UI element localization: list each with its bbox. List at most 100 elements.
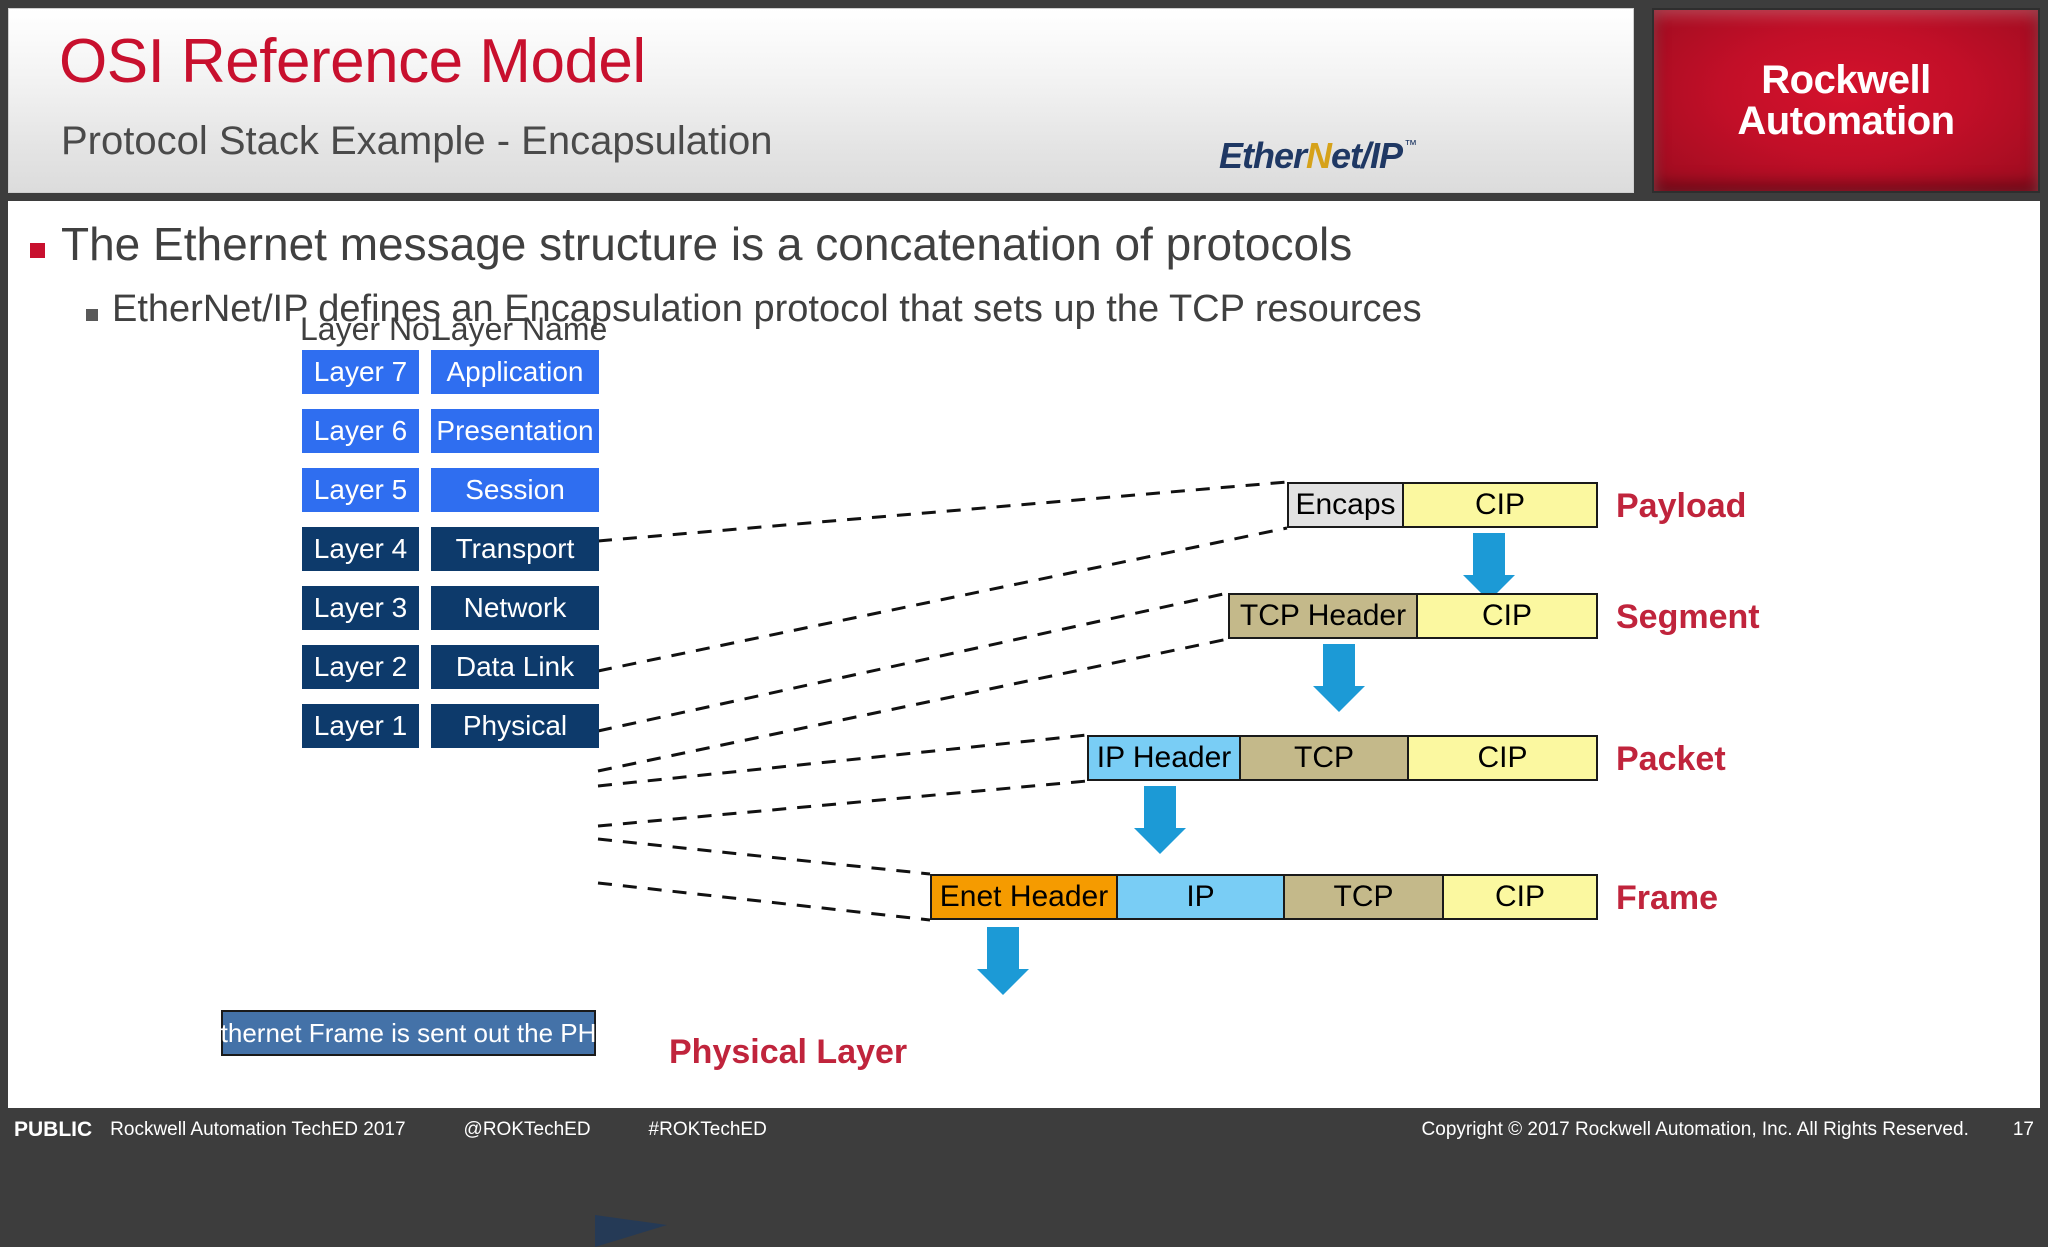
layer-no-5-label: Layer 5 — [313, 474, 408, 505]
physical-layer-label-text: Physical Layer — [669, 1033, 908, 1071]
enip-logo-part-a: Ether — [1219, 135, 1307, 176]
slide: OSI Reference Model Protocol Stack Examp… — [0, 8, 2048, 1247]
layer-name-data-link[interactable]: Data Link — [431, 645, 599, 689]
footer-hashtag: #ROKTechED — [648, 1119, 767, 1140]
stack-cell-ip-header[interactable]: IP Header — [1089, 737, 1241, 779]
slide-footer: PUBLIC Rockwell Automation TechED 2017 @… — [0, 1108, 2048, 1152]
stack-cell-cip-label: CIP — [1477, 741, 1528, 774]
layer-name-physical-label: Physical — [462, 710, 568, 741]
row-label-frame-text: Frame — [1616, 879, 1719, 917]
stack-cell-cip-label: CIP — [1481, 599, 1532, 632]
layer-name-session[interactable]: Session — [431, 468, 599, 512]
stack-cell-encaps[interactable]: Encaps — [1289, 484, 1404, 526]
osi-encapsulation-diagram: Layer No. Layer Name Layer 7 Application… — [8, 201, 2040, 1247]
row-label-segment-text: Segment — [1616, 598, 1760, 636]
stack-cell-enet-header[interactable]: Enet Header — [932, 876, 1118, 918]
stack-cell-cip[interactable]: CIP — [1444, 876, 1596, 918]
stack-row-frame[interactable]: Enet Header IP TCP CIP — [930, 874, 1598, 920]
brand-logo-line1: Rockwell — [1761, 57, 1931, 102]
enip-logo-part-n: N — [1306, 135, 1332, 176]
stack-cell-ip[interactable]: IP — [1118, 876, 1285, 918]
layer-no-3-label: Layer 3 — [313, 592, 408, 623]
stack-cell-ip-header-label: IP Header — [1096, 741, 1232, 774]
stack-cell-enet-header-label: Enet Header — [939, 880, 1109, 913]
enip-logo-part-b: et/IP — [1331, 135, 1403, 176]
brand-logo-line2: Automation — [1737, 98, 1955, 143]
callout-phy[interactable]: Ethernet Frame is sent out the PHY — [203, 1010, 614, 1056]
layer-no-2[interactable]: Layer 2 — [302, 645, 419, 689]
layer-name-presentation-label: Presentation — [436, 415, 594, 446]
layer-no-6[interactable]: Layer 6 — [302, 409, 419, 453]
stack-cell-tcp-label: TCP — [1294, 741, 1354, 774]
footer-social-handle: @ROKTechED — [463, 1119, 591, 1140]
callout-phy-text: Ethernet Frame is sent out the PHY — [203, 1017, 614, 1048]
footer-page-number: 17 — [2012, 1119, 2034, 1140]
layer-name-physical[interactable]: Physical — [431, 704, 599, 748]
stack-cell-tcp-label: TCP — [1333, 880, 1394, 913]
layer-name-network[interactable]: Network — [431, 586, 599, 630]
stack-row-packet[interactable]: IP Header TCP CIP — [1087, 735, 1598, 781]
layer-name-session-label: Session — [465, 474, 565, 505]
layer-name-transport-label: Transport — [455, 533, 575, 564]
layer-no-3[interactable]: Layer 3 — [302, 586, 419, 630]
layer-name-application-label: Application — [446, 356, 584, 387]
stack-cell-cip[interactable]: CIP — [1404, 484, 1596, 526]
bullet-square-icon — [86, 309, 98, 321]
layer-no-5[interactable]: Layer 5 — [302, 468, 419, 512]
rockwell-automation-logo: Rockwell Automation — [1652, 8, 2040, 193]
stack-cell-tcp[interactable]: TCP — [1285, 876, 1444, 918]
layer-name-transport[interactable]: Transport — [431, 527, 599, 571]
layer-no-1-label: Layer 1 — [313, 710, 408, 741]
column-header-layer-no-text: Layer No. — [300, 311, 439, 347]
footer-event: Rockwell Automation TechED 2017 — [110, 1119, 406, 1140]
stack-row-segment[interactable]: TCP Header CIP — [1228, 593, 1598, 639]
layer-no-4-label: Layer 4 — [313, 533, 408, 564]
layer-no-7[interactable]: Layer 7 — [302, 350, 419, 394]
bullet-square-icon — [30, 243, 45, 258]
stack-cell-cip-label: CIP — [1494, 880, 1545, 913]
layer-no-2-label: Layer 2 — [313, 651, 408, 682]
row-label-segment: Segment — [1616, 598, 1760, 637]
slide-body: The Ethernet message structure is a conc… — [8, 201, 2040, 1247]
row-label-frame: Frame — [1616, 879, 1718, 918]
stack-cell-tcp-header-label: TCP Header — [1239, 599, 1407, 632]
stack-cell-cip-label: CIP — [1474, 488, 1525, 521]
stack-cell-tcp[interactable]: TCP — [1241, 737, 1409, 779]
row-label-packet-text: Packet — [1616, 740, 1726, 778]
row-label-payload-text: Payload — [1616, 487, 1747, 525]
footer-left-group: PUBLIC Rockwell Automation TechED 2017 @… — [14, 1108, 767, 1152]
slide-header: OSI Reference Model Protocol Stack Examp… — [8, 8, 1634, 193]
stack-row-payload[interactable]: Encaps CIP — [1287, 482, 1598, 528]
bullet-secondary: EtherNet/IP defines an Encapsulation pro… — [86, 288, 1422, 331]
layer-name-presentation[interactable]: Presentation — [431, 409, 599, 453]
layer-no-1[interactable]: Layer 1 — [302, 704, 419, 748]
stack-cell-ip-label: IP — [1186, 880, 1215, 913]
row-label-packet: Packet — [1616, 740, 1726, 779]
page-subtitle: Protocol Stack Example - Encapsulation — [61, 119, 773, 163]
callout-pointer-icon — [595, 1215, 667, 1247]
footer-copyright: Copyright © 2017 Rockwell Automation, In… — [1421, 1119, 1969, 1140]
layer-no-7-label: Layer 7 — [313, 356, 408, 387]
stack-cell-cip[interactable]: CIP — [1409, 737, 1596, 779]
row-label-payload: Payload — [1616, 487, 1746, 526]
layer-name-data-link-label: Data Link — [455, 651, 575, 682]
physical-layer-label: Physical Layer — [669, 1033, 907, 1072]
stack-cell-tcp-header[interactable]: TCP Header — [1230, 595, 1418, 637]
layer-name-application[interactable]: Application — [431, 350, 599, 394]
bullet-primary-text: The Ethernet message structure is a conc… — [61, 218, 1353, 270]
layer-name-network-label: Network — [463, 592, 567, 623]
footer-classification: PUBLIC — [14, 1118, 93, 1141]
footer-right-group: Copyright © 2017 Rockwell Automation, In… — [1422, 1108, 2034, 1152]
brand-logo-text: Rockwell Automation — [1737, 57, 1955, 143]
column-header-layer-name: Layer Name — [433, 311, 607, 348]
stack-cell-encaps-label: Encaps — [1295, 488, 1396, 521]
bullet-primary: The Ethernet message structure is a conc… — [30, 219, 1352, 270]
layer-no-4[interactable]: Layer 4 — [302, 527, 419, 571]
layer-no-6-label: Layer 6 — [313, 415, 408, 446]
page-title: OSI Reference Model — [59, 27, 646, 96]
stack-cell-cip[interactable]: CIP — [1418, 595, 1596, 637]
column-header-layer-no: Layer No. — [300, 311, 439, 348]
bullet-secondary-text: EtherNet/IP defines an Encapsulation pro… — [112, 288, 1422, 330]
column-header-layer-name-text: Layer Name — [433, 311, 608, 347]
